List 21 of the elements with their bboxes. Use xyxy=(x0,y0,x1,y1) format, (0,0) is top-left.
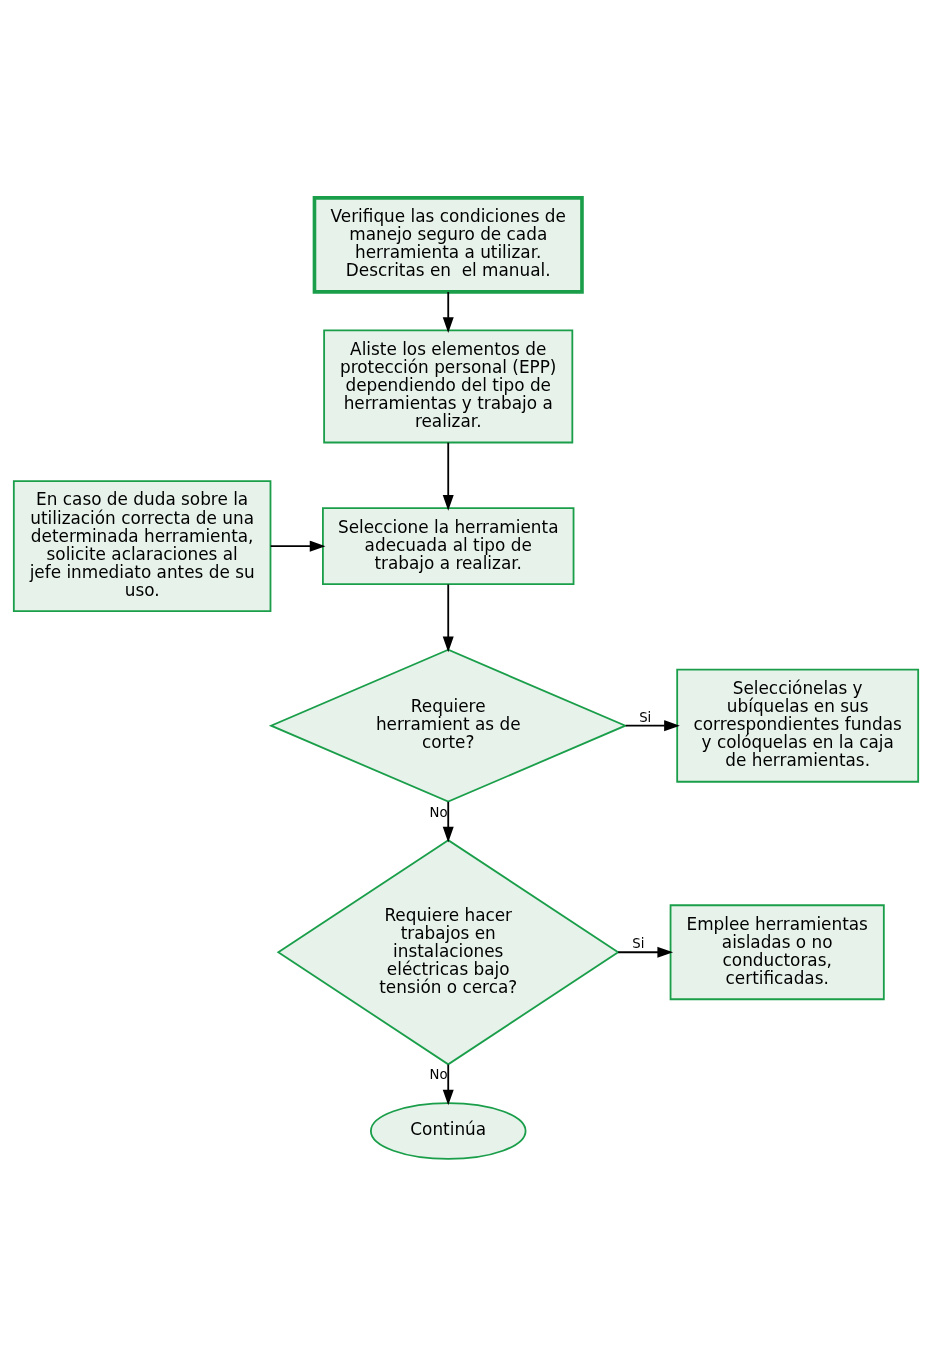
node-box: Emplee herramientas aisladas o no conductoras, certificadas. xyxy=(669,903,885,1000)
arrow xyxy=(269,540,325,552)
arrow xyxy=(442,1063,454,1105)
node-box: Aliste los elementos de protección personal (EPP) dependiendo del tipo de herramientas y trabajo a realizar. xyxy=(322,329,573,443)
node-diamond: Requiere hacer trabajos en instalaciones eléctricas bajo tensión o cerca? xyxy=(276,838,620,1065)
edge-label: Si xyxy=(638,709,651,725)
arrow xyxy=(442,290,454,333)
arrow xyxy=(442,441,454,511)
node-box: Selecciónelas y ubíquelas en sus correspondientes fundas y colóquelas en la caja de herramientas. xyxy=(675,668,919,783)
edge-label: No xyxy=(429,1066,448,1082)
arrow xyxy=(442,583,454,652)
node-box: Verifique las condiciones de manejo seguro de cada herramienta a utilizar. Descritas en el manual. xyxy=(312,195,584,294)
node-box: Seleccione la herramienta adecuada al tipo de trabajo a realizar. xyxy=(321,506,574,585)
arrow xyxy=(442,800,454,843)
node-diamond: Requiere herramient as de corte? xyxy=(268,648,628,803)
arrow xyxy=(616,946,673,958)
edge-label: No xyxy=(429,804,448,820)
edge-label: Si xyxy=(631,935,644,951)
node-box: En caso de duda sobre la utilización correcta de una determinada herramienta, solicite aclaraciones al jefe inmediato antes de su uso. xyxy=(12,479,271,612)
arrow xyxy=(624,719,680,731)
node-ellipse: Continúa xyxy=(369,1101,526,1160)
